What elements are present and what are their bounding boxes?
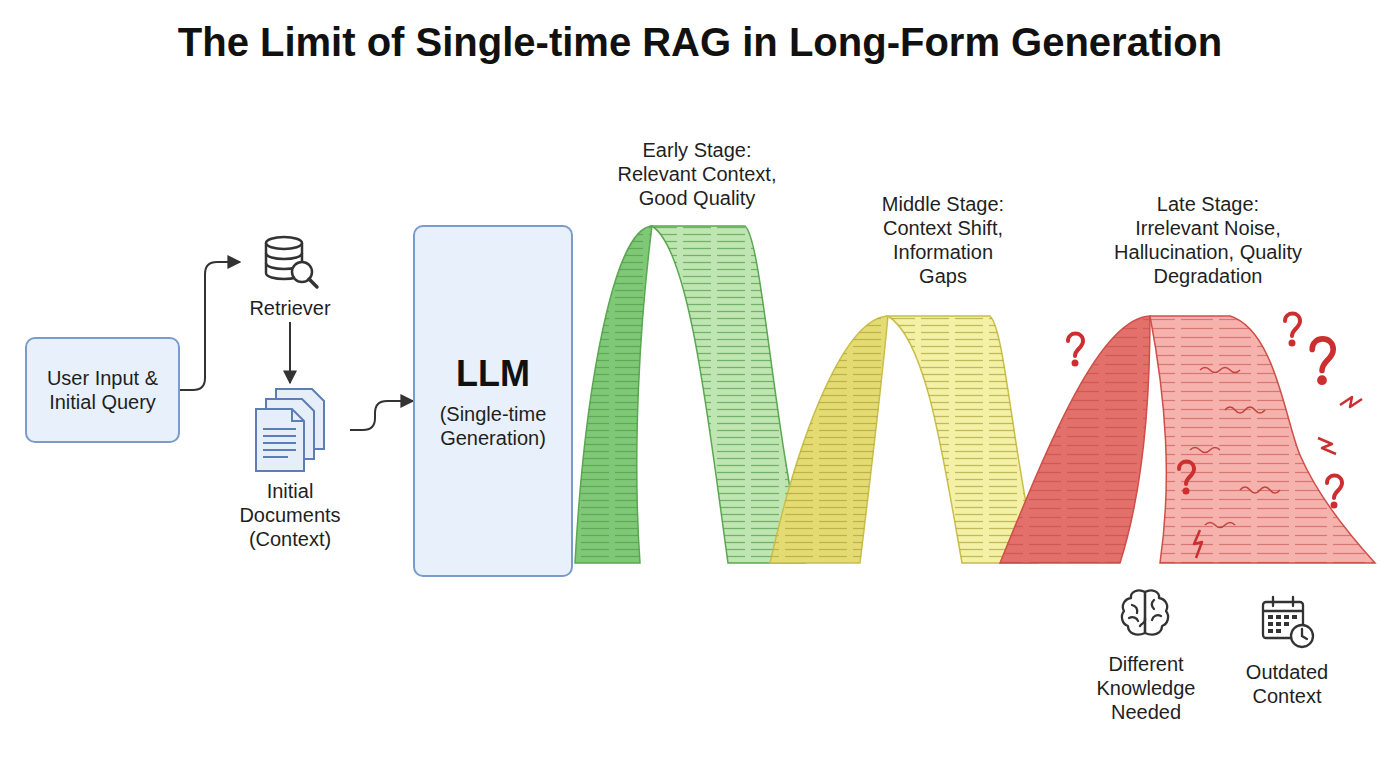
question-marks-part-part <box>1074 362 1077 365</box>
noise-squiggles-part <box>1240 487 1280 493</box>
database-icon <box>260 234 320 290</box>
question-marks-part <box>1312 339 1333 382</box>
lightning-marks-part <box>1318 438 1336 454</box>
red-ribbon-part <box>1150 316 1375 563</box>
db-icon-holder <box>260 234 320 290</box>
diagram-title: The Limit of Single-time RAG in Long-For… <box>0 20 1400 65</box>
yellow-ribbon-part <box>770 316 888 563</box>
flow-arrow <box>289 322 291 383</box>
question-marks-part-part <box>1068 334 1083 357</box>
retriever-node: Retriever <box>240 232 340 322</box>
node-text: (Single-time Generation) <box>423 402 563 450</box>
question-marks-part-part <box>1179 462 1194 485</box>
documents-node: Initial Documents (Context) <box>230 385 350 553</box>
flow-arrow <box>180 262 240 390</box>
question-marks-part-part <box>1312 339 1333 371</box>
brain-icon-part <box>1145 590 1168 634</box>
calendar-icon-part-part <box>1292 615 1297 619</box>
brain-icon <box>1122 590 1168 634</box>
question-marks-part <box>1327 476 1342 507</box>
calendar-icon-part-part <box>1284 622 1289 626</box>
node-text: Initial Documents (Context) <box>236 479 344 551</box>
brain-icon-part <box>1122 590 1145 634</box>
question-marks-part <box>1179 462 1194 493</box>
question-marks-part-part <box>1333 504 1336 507</box>
calendar-icon-part-part <box>1268 629 1273 633</box>
red-ribbon-part <box>1000 316 1150 563</box>
calendar-icon <box>1263 597 1313 647</box>
llm-box: LLM (Single-time Generation) <box>413 225 573 577</box>
stage-label: Late Stage: Irrelevant Noise, Hallucinat… <box>1114 192 1302 288</box>
calendar-icon-part-part <box>1268 615 1273 619</box>
lightning-marks-part <box>1194 530 1202 558</box>
docs-icon-holder <box>254 387 326 473</box>
input-box: User Input & Initial Query <box>25 337 180 443</box>
yellow-ribbon-part <box>770 316 888 563</box>
node-text: LLM <box>456 352 530 395</box>
question-marks-part-part <box>1285 314 1300 337</box>
node-text: User Input & Initial Query <box>39 366 167 414</box>
noise-squiggles-part <box>1205 523 1235 528</box>
green-ribbon <box>575 226 805 563</box>
brain-icon-part <box>1129 600 1161 626</box>
red-ribbon-part <box>1000 316 1150 563</box>
calendar-icon-part-part <box>1268 622 1273 626</box>
flow-arrow <box>350 401 413 430</box>
icon-caption: Different Knowledge Needed <box>1090 652 1202 724</box>
stage-label: Middle Stage: Context Shift, Information… <box>876 192 1010 288</box>
noise-squiggles-part <box>1200 368 1240 373</box>
noise-squiggles-part <box>1225 407 1265 413</box>
question-marks <box>1068 314 1342 507</box>
calendar-icon-part <box>1273 597 1293 606</box>
calendar-icon-part-part <box>1284 615 1289 619</box>
documents-icon <box>254 387 326 473</box>
calendar-icon-part-part <box>1276 622 1281 626</box>
green-ribbon-part <box>575 226 652 563</box>
lightning-marks <box>1194 397 1362 558</box>
calendar-icon-part-part <box>1276 629 1281 633</box>
question-marks-part-part <box>1327 476 1342 499</box>
noise-squiggles-part <box>1190 448 1220 453</box>
yellow-ribbon <box>770 316 1038 563</box>
green-ribbon-part <box>575 226 652 563</box>
question-marks-part-part <box>1185 490 1188 493</box>
noise-squiggles <box>1190 368 1280 528</box>
question-marks-part-part <box>1320 378 1324 382</box>
stage-label: Early Stage: Relevant Context, Good Qual… <box>606 138 788 210</box>
question-marks-part-part <box>1291 342 1294 345</box>
node-text: Retriever <box>249 296 330 320</box>
lightning-marks-part <box>1340 397 1362 407</box>
calendar-icon-part-part <box>1276 615 1281 619</box>
red-ribbon-part <box>1150 316 1375 563</box>
question-marks-part <box>1285 314 1300 345</box>
icon-caption: Outdated Context <box>1231 660 1343 708</box>
calendar-icon-part <box>1302 629 1307 639</box>
calendar-icon-part <box>1263 610 1303 612</box>
red-ribbon <box>1000 316 1375 563</box>
question-marks-part <box>1068 334 1083 365</box>
calendar-icon-part <box>1291 625 1313 647</box>
